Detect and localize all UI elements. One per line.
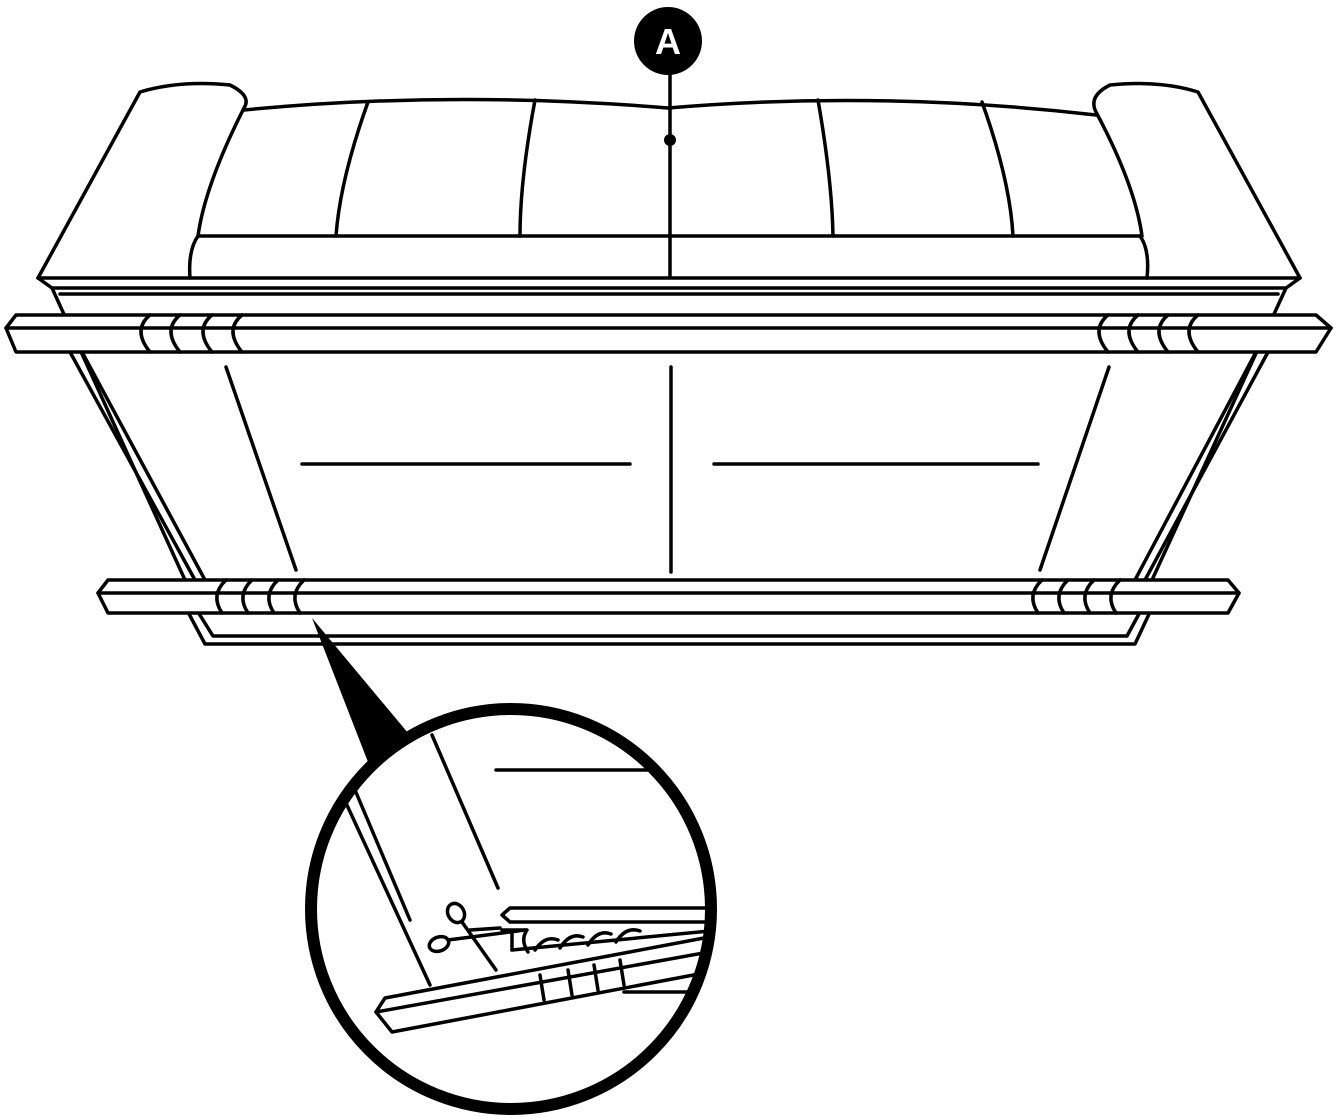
bottom-strap-board — [96, 578, 1241, 615]
seat-band-left — [187, 234, 200, 280]
top-left-straps — [139, 313, 244, 354]
zoom-circle-outline — [305, 703, 717, 1115]
backrest-seams — [334, 98, 1015, 238]
top-strap-board — [4, 313, 1333, 354]
base-bottom — [186, 610, 1152, 646]
zoom-pointer — [312, 618, 408, 762]
bottom-left-straps — [215, 578, 306, 615]
callout-bubble — [634, 7, 702, 75]
callout-a: A — [634, 7, 702, 278]
backrest-top-edge — [242, 97, 1098, 117]
right-arm-shell — [1092, 81, 1302, 280]
left-arm-shell — [36, 81, 248, 280]
bottom-right-straps — [1031, 578, 1122, 615]
front-diag-left — [224, 365, 298, 572]
top-right-straps — [1097, 313, 1200, 354]
sofa-headboard — [36, 81, 1302, 646]
zoom-lower-board — [374, 933, 711, 1034]
zoom-upper-board — [500, 906, 711, 924]
callout-anchor-dot — [664, 134, 676, 146]
seat-band-right — [1138, 234, 1150, 280]
scissors-icon — [427, 901, 527, 972]
callout-label: A — [655, 21, 681, 62]
front-diag-right — [1038, 365, 1111, 572]
zoom-detail — [305, 703, 717, 1115]
zoom-straps — [500, 928, 711, 954]
